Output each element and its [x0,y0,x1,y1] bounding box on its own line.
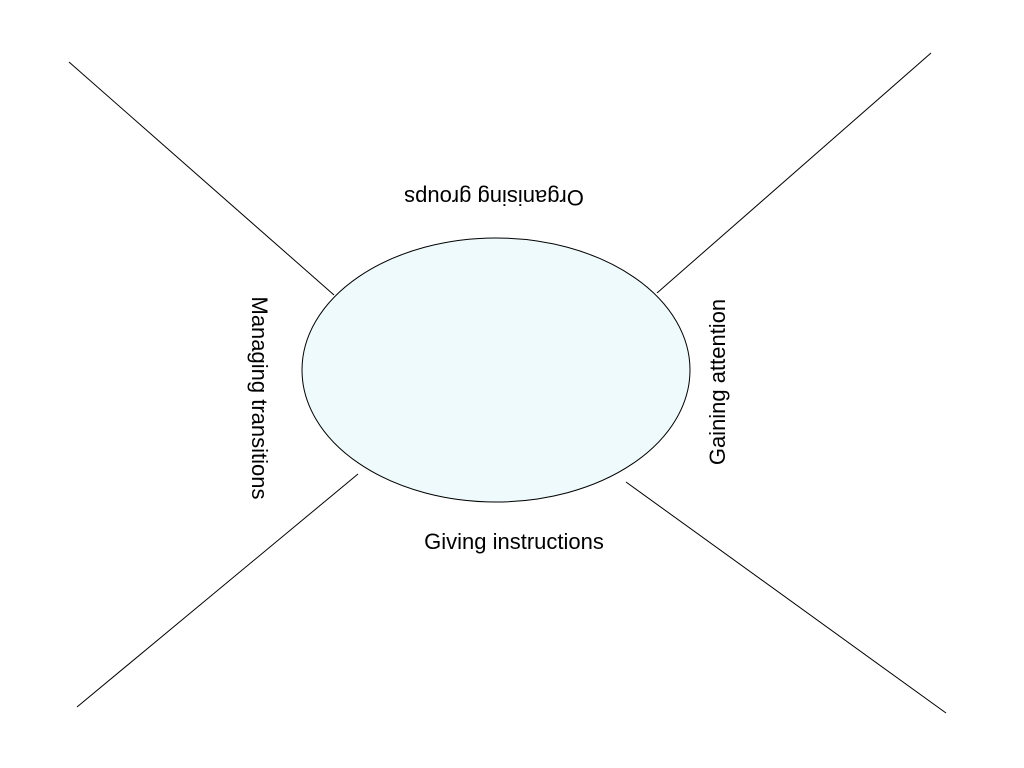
label-left: Managing transitions [247,296,272,499]
spoke-bottom-left [76,473,359,708]
spoke-top-right [656,52,932,294]
label-top: Organising groups [404,185,584,210]
spoke-top-left [68,61,335,296]
spoke-bottom-right [625,481,947,714]
label-right: Gaining attention [705,299,730,465]
center-ellipse [301,237,691,503]
label-bottom: Giving instructions [424,529,604,554]
